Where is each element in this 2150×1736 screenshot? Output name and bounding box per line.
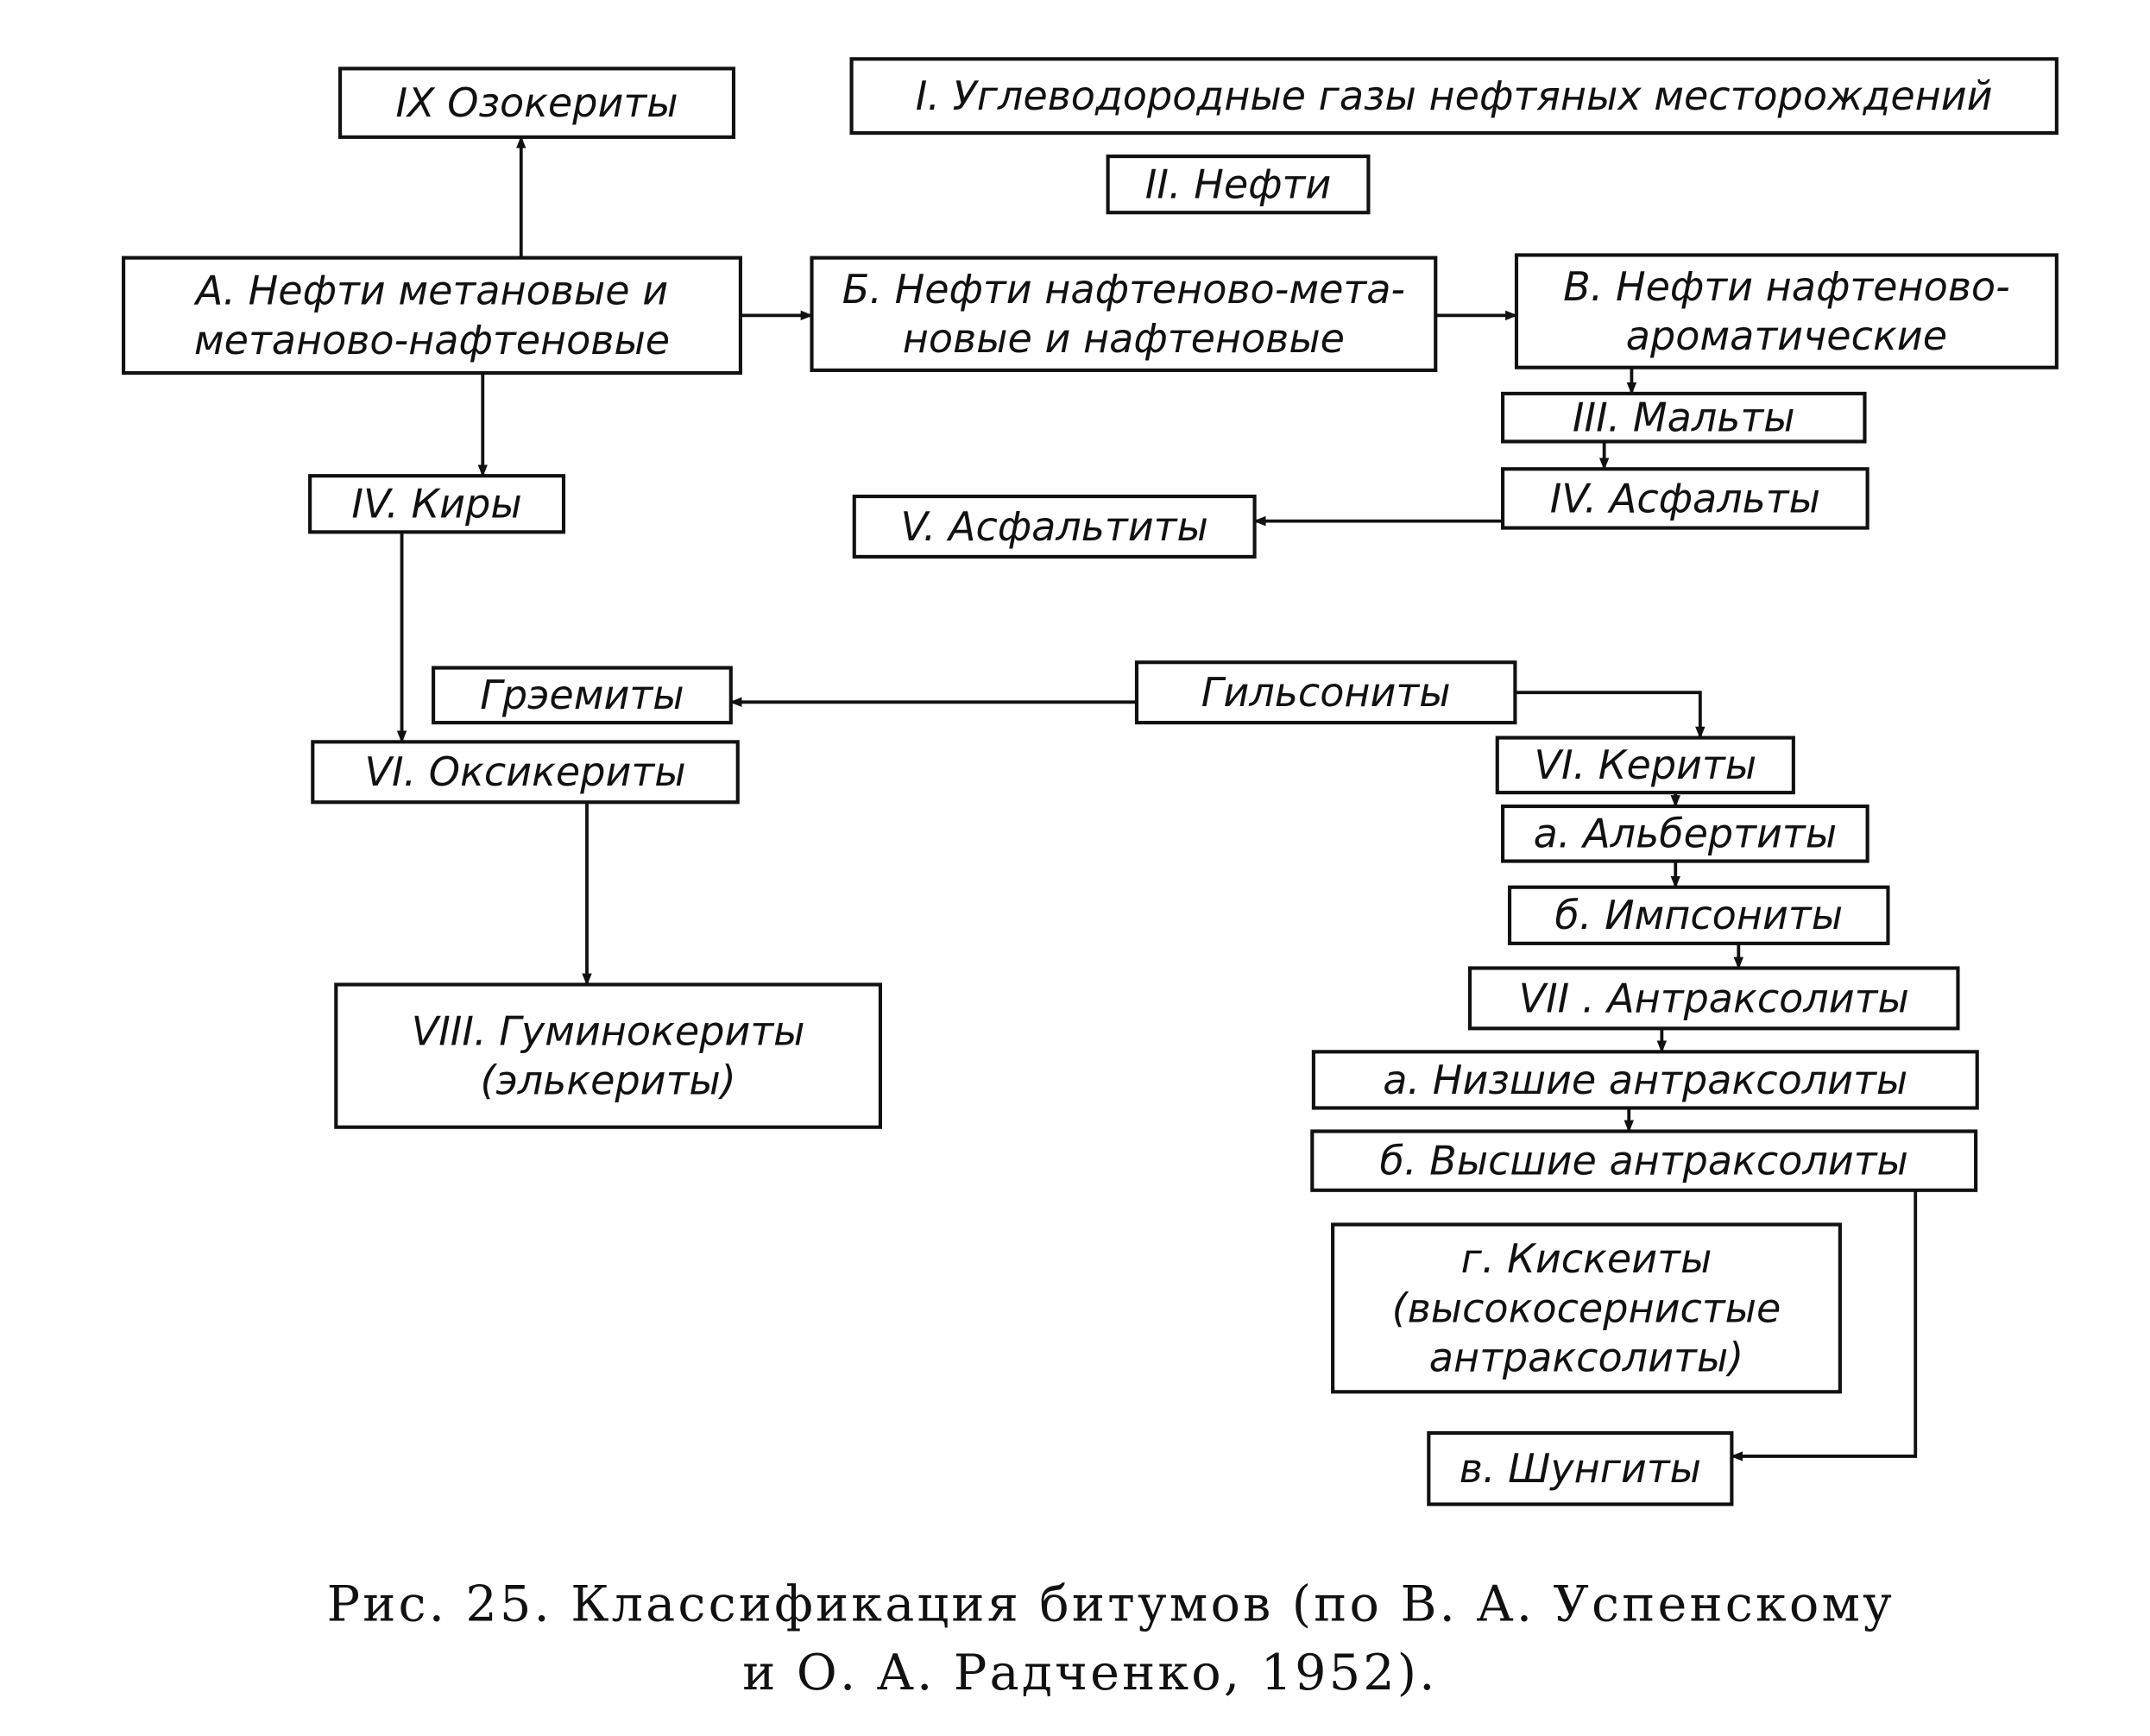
node-viii: VIII. Гуминокериты(элькериты) [334,982,883,1129]
node-label: VI. Кериты [1534,742,1756,788]
node-label: VII . Антраксолиты [1519,975,1909,1021]
node-box [849,57,2059,136]
caption-line-1: Рис. 25. Классификация битумов (по В. А.… [327,1576,1895,1633]
node-label: Грэемиты [480,672,684,718]
node-label: а. Низшие антраксолиты [1383,1057,1907,1103]
node-box [1495,735,1795,795]
nodes: IX Озокериты I. Углеводородные газы нефтя… [122,57,2059,1506]
node-box [1311,1050,1979,1110]
node-box [1501,391,1867,444]
node-box [1310,1129,1978,1192]
arrow-gils-to-vi_ker [1515,691,1705,740]
node-v_asf: V. Асфальтиты [852,494,1257,559]
node-label: метаново-нафтеновые [194,317,670,363]
node-vii: VII . Антраксолиты [1467,966,1960,1031]
node-box [1427,1430,1734,1506]
node-label: В. Нефти нафтеново- [1563,263,2010,310]
node-vi_ker: VI. Кериты [1495,735,1795,795]
node-label: в. Шунгиты [1460,1445,1701,1492]
node-label: Гильсониты [1201,669,1451,716]
node-iv_kiry: IV. Киры [308,474,566,534]
arrow-high-to-shung [1730,1190,1918,1461]
node-box [1501,467,1869,530]
node-box [810,256,1438,372]
node-grem: Грэемиты [432,666,733,725]
node-box [338,66,736,139]
node-box [852,494,1257,559]
node-label: IX Озокериты [395,79,678,126]
node-label: IV. Асфальты [1550,475,1820,521]
node-iii: III. Мальты [1501,391,1867,444]
node-box [122,256,742,376]
edges [396,136,1918,1461]
node-label: б. Высшие антраксолиты [1380,1138,1908,1184]
node-imp: б. Импсониты [1507,885,1890,945]
node-label: V. Асфальтиты [900,503,1207,550]
caption-line-2: и О. А. Радченко, 1952). [742,1644,1437,1701]
node-ix: IX Озокериты [338,66,736,139]
node-label: (высокосернистые [1392,1285,1781,1331]
node-label: А. Нефти метановые и [193,268,668,314]
node-alb: а. Альбертиты [1501,804,1869,863]
node-label: ароматические [1626,312,1947,359]
node-i: I. Углеводородные газы нефтяных месторож… [849,57,2059,136]
node-box [1331,1222,1842,1394]
node-vi_oks: VI. Оксикериты [311,740,740,805]
node-box [308,474,566,534]
node-label: IV. Киры [351,481,521,527]
node-high: б. Высшие антраксолиты [1310,1129,1978,1192]
node-label: антраксолиты) [1429,1334,1743,1380]
node-box [1467,966,1960,1031]
node-shung: в. Шунгиты [1427,1430,1734,1506]
node-box [1106,155,1371,215]
node-v: В. Нефти нафтеново-ароматические [1514,253,2059,369]
node-label: а. Альбертиты [1534,811,1837,857]
node-label: (элькериты) [481,1057,736,1104]
node-label: III. Мальты [1573,395,1795,441]
node-b: Б. Нефти нафтеново-мета-новые и нафтенов… [810,256,1438,372]
node-box [1507,885,1890,945]
node-label: Б. Нефти нафтеново-мета- [842,266,1405,312]
node-label: г. Кискеиты [1461,1235,1712,1282]
node-ii: II. Нефти [1106,155,1371,215]
node-low: а. Низшие антраксолиты [1311,1050,1979,1110]
node-label: VIII. Гуминокериты [412,1007,805,1054]
node-box [1501,804,1869,863]
node-box [334,982,883,1129]
node-label: I. Углеводородные газы нефтяных месторож… [916,73,1993,119]
node-box [311,740,740,805]
node-label: II. Нефти [1145,161,1332,208]
node-box [1514,253,2059,369]
node-iv_asf: IV. Асфальты [1501,467,1869,530]
node-label: новые и нафтеновые [903,315,1345,362]
node-label: б. Импсониты [1554,892,1843,938]
node-box [432,666,733,725]
node-box [1134,660,1517,725]
node-gils: Гильсониты [1134,660,1517,725]
node-label: VI. Оксикериты [364,748,685,795]
